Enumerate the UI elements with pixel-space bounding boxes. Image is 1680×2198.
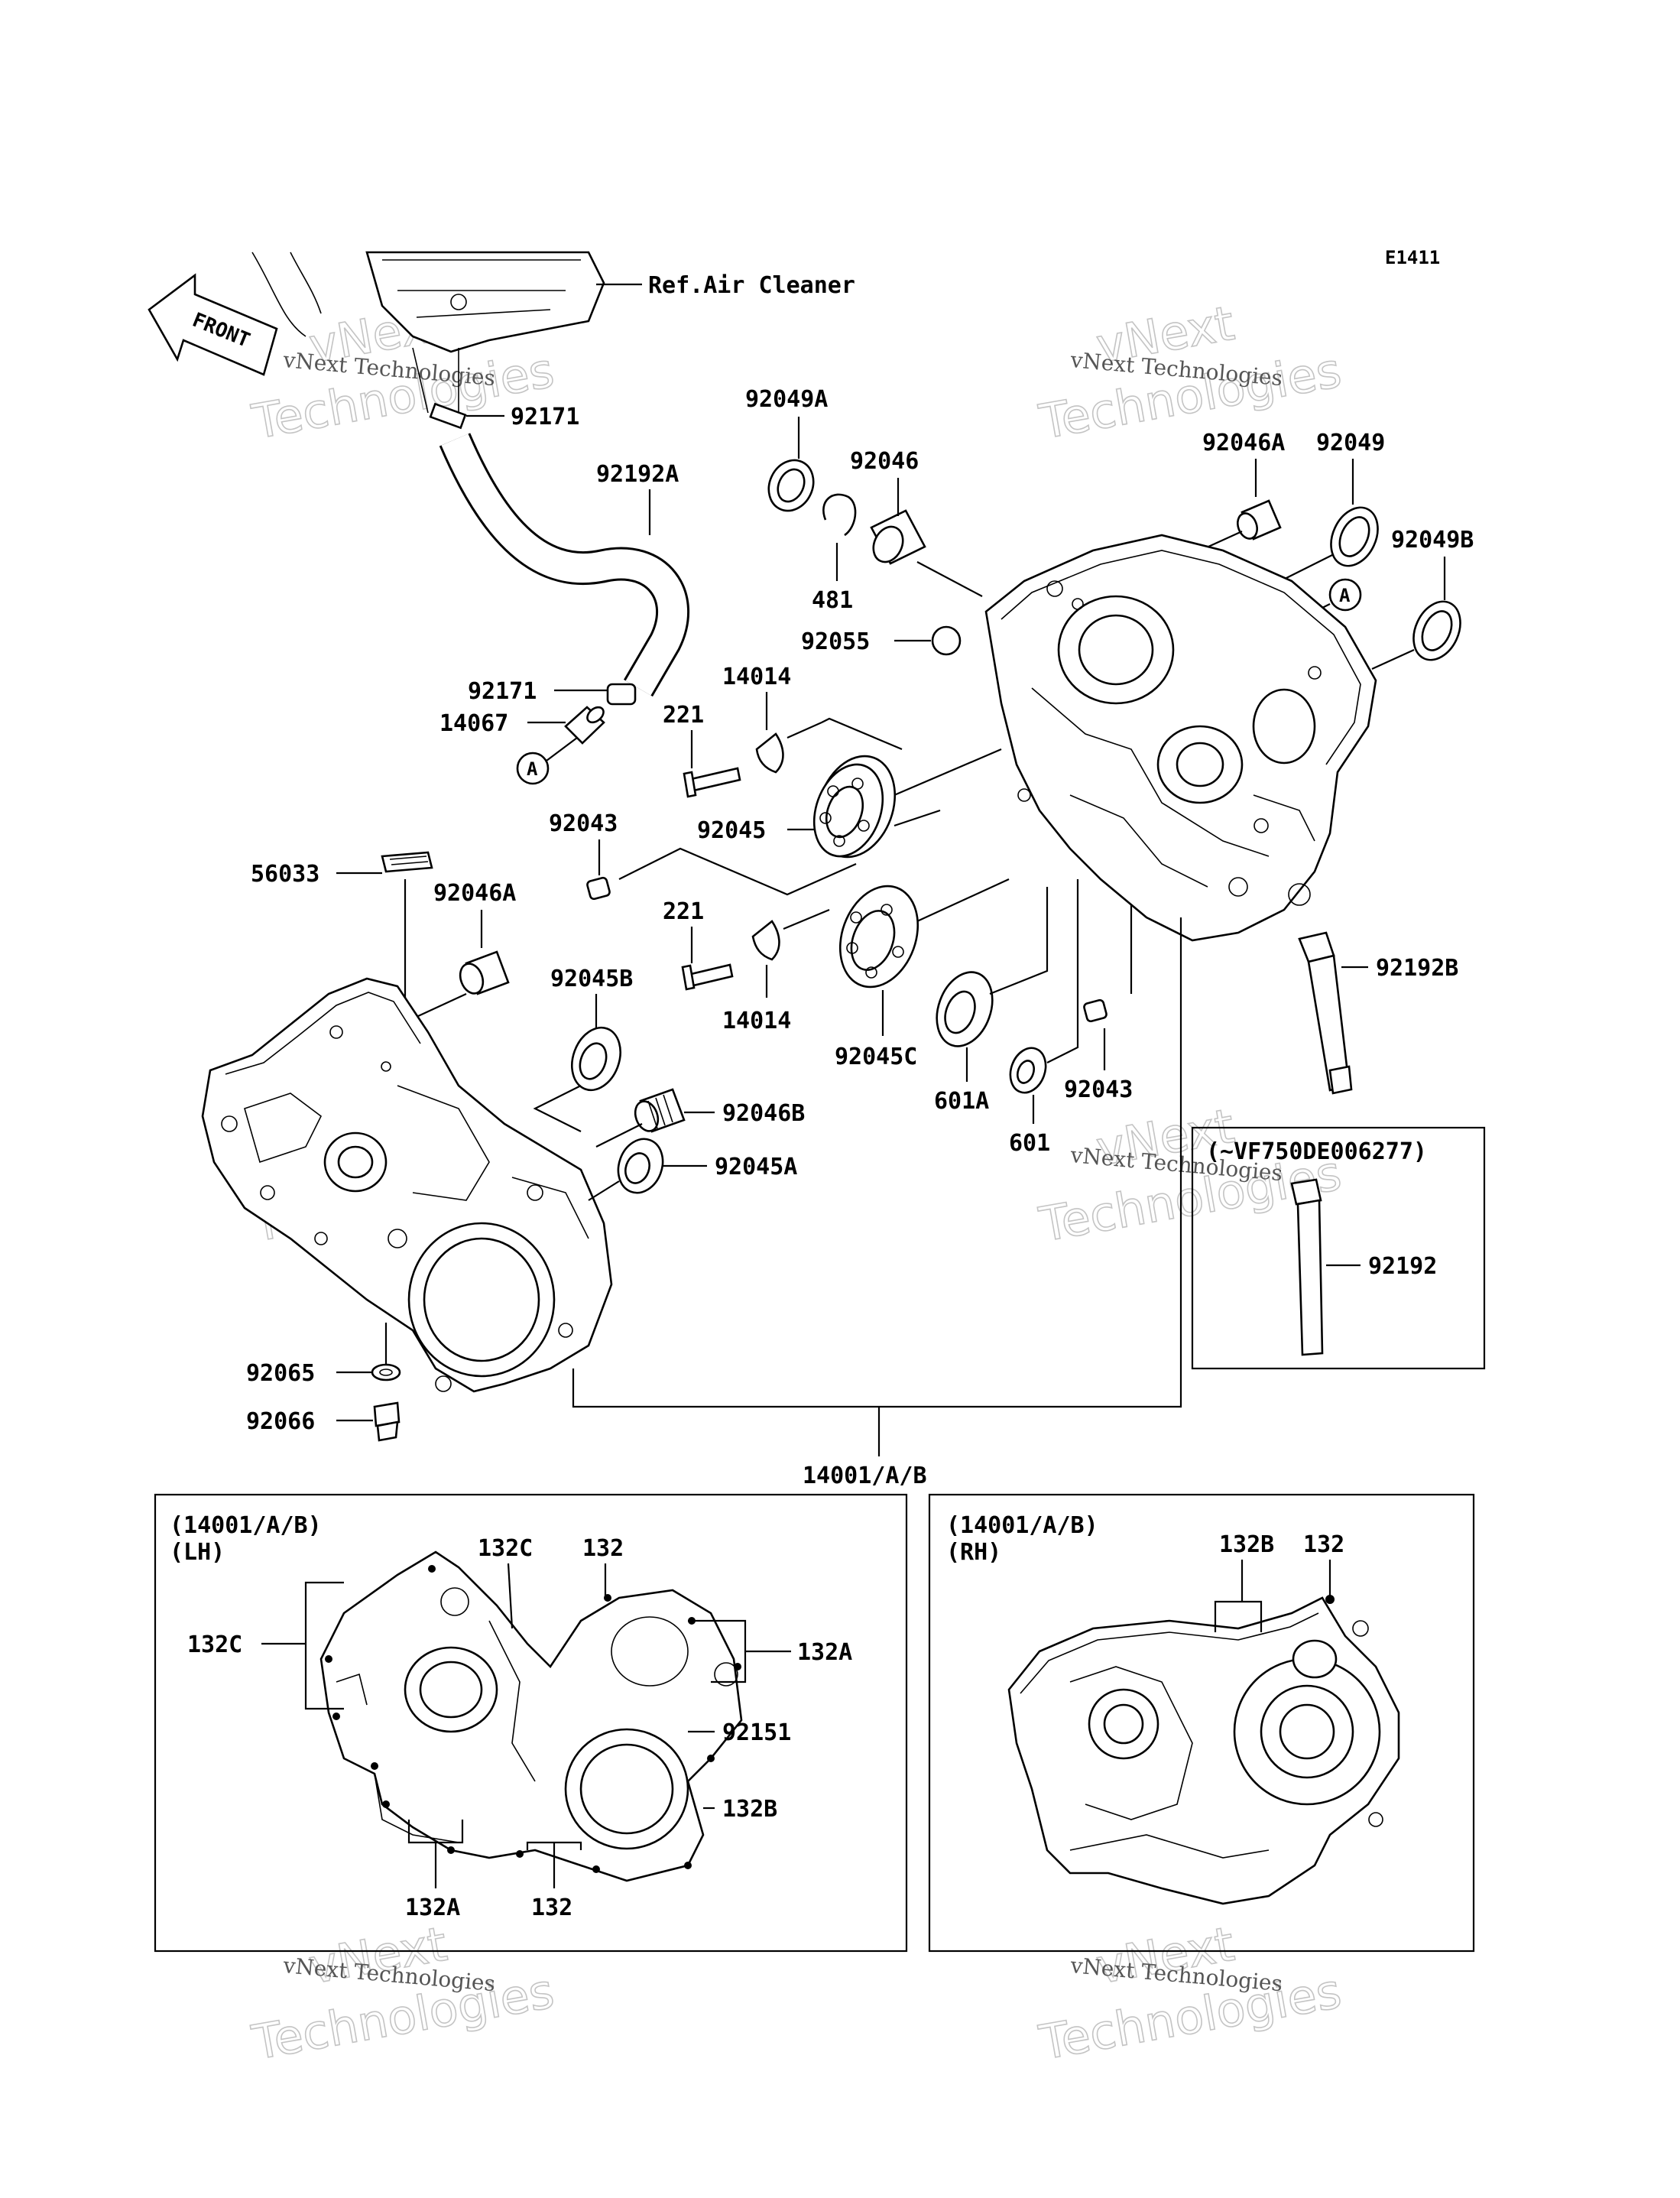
callout-221-top: 221 xyxy=(663,702,704,729)
rh-crankcase-view xyxy=(1007,1595,1400,1905)
oil-seal-92049 xyxy=(1330,506,1379,567)
callout-92045A: 92045A xyxy=(715,1154,797,1180)
lh-crankcase-box xyxy=(154,1493,908,1953)
callout-14014-top: 14014 xyxy=(722,664,791,690)
needle-bearing-92046A-left xyxy=(459,950,510,995)
needle-bearing-92046 xyxy=(870,509,926,565)
ref-a-right-marker xyxy=(1328,578,1362,612)
ref-a-right-label: A xyxy=(1339,585,1351,606)
ball-bearing-92045B xyxy=(571,1026,621,1092)
callout-56033: 56033 xyxy=(251,861,319,888)
lh-box-title-2: (LH) xyxy=(170,1539,225,1566)
washer-92065 xyxy=(371,1363,401,1381)
callout-92045: 92045 xyxy=(697,817,766,844)
callout-92049: 92049 xyxy=(1316,430,1385,456)
lh-callout-92151: 92151 xyxy=(722,1719,791,1746)
lh-callout-132C-left: 132C xyxy=(187,1631,242,1658)
callout-92171-top: 92171 xyxy=(511,404,579,430)
breather-tube-92192 xyxy=(1290,1178,1324,1356)
callout-92043-left: 92043 xyxy=(549,810,618,837)
ref-a-left-label: A xyxy=(527,758,538,780)
o-ring-92055 xyxy=(931,625,962,656)
label-56033 xyxy=(381,851,433,873)
ball-bearing-601A xyxy=(936,971,994,1047)
ball-bearing-92045A xyxy=(617,1138,664,1194)
clamp-92171-top xyxy=(429,402,467,430)
callout-92046A-right: 92046A xyxy=(1202,430,1285,456)
callout-601: 601 xyxy=(1009,1130,1050,1157)
callout-92046A-left: 92046A xyxy=(433,880,516,907)
ball-bearing-601 xyxy=(1009,1047,1047,1094)
callout-92045C: 92045C xyxy=(835,1044,917,1070)
lh-callout-132B: 132B xyxy=(722,1796,777,1823)
lh-crankcase-view xyxy=(319,1550,743,1882)
left-crankcase-half xyxy=(201,977,613,1393)
callout-14067: 14067 xyxy=(439,710,508,737)
lh-callout-132-top: 132 xyxy=(582,1535,624,1562)
oil-seal-92049B xyxy=(1412,600,1461,661)
callout-92049A: 92049A xyxy=(745,386,828,413)
needle-bearing-92046A-right xyxy=(1237,499,1282,541)
callout-92171-mid: 92171 xyxy=(468,678,537,705)
dowel-pin-92043-right xyxy=(1083,998,1108,1023)
ref-a-left-marker xyxy=(516,752,550,785)
callout-92066: 92066 xyxy=(246,1408,315,1435)
lh-callout-132C-top: 132C xyxy=(478,1535,533,1562)
rh-box-title-2: (RH) xyxy=(946,1539,1001,1566)
callout-92065: 92065 xyxy=(246,1360,315,1387)
ball-bearing-92045 xyxy=(812,755,897,859)
serial-box-part: 92192 xyxy=(1368,1253,1437,1280)
rh-callout-132: 132 xyxy=(1303,1531,1344,1558)
bracket-14001 xyxy=(572,917,1182,1408)
lh-box-title-1: (14001/A/B) xyxy=(170,1512,322,1539)
callout-14001: 14001/A/B xyxy=(803,1463,927,1489)
callout-92046: 92046 xyxy=(850,448,919,475)
pipe-14067 xyxy=(564,706,605,745)
plate-14014-top xyxy=(755,732,784,774)
rh-callout-132B: 132B xyxy=(1219,1531,1274,1558)
breather-tube-92192B xyxy=(1298,931,1353,1095)
callout-92192A: 92192A xyxy=(596,461,679,488)
diagram-code: E1411 xyxy=(1385,247,1440,268)
callout-92045B: 92045B xyxy=(550,966,633,992)
oil-seal-92049A xyxy=(767,459,815,512)
screw-221-top xyxy=(683,767,741,798)
rh-crankcase-box xyxy=(928,1493,1475,1953)
front-arrow-icon: FRONT xyxy=(148,273,278,376)
drain-plug-92066 xyxy=(373,1401,401,1442)
lh-callout-132-bottom: 132 xyxy=(531,1894,572,1921)
lh-callout-132A-right: 132A xyxy=(797,1639,852,1666)
lh-callout-132A-bottom: 132A xyxy=(405,1894,460,1921)
clamp-92171-mid xyxy=(606,683,637,706)
right-crankcase-half xyxy=(984,534,1377,942)
ref-air-cleaner-label: Ref.Air Cleaner xyxy=(648,272,855,299)
serial-box-label: (~VF750DE006277) xyxy=(1206,1138,1427,1165)
callout-92043-right: 92043 xyxy=(1064,1076,1133,1103)
dowel-pin-92043-left xyxy=(586,876,611,901)
callout-92055: 92055 xyxy=(801,628,870,655)
callout-601A: 601A xyxy=(934,1088,989,1115)
air-cleaner-fragment xyxy=(251,251,605,414)
callout-221-bottom: 221 xyxy=(663,898,704,925)
callout-481: 481 xyxy=(812,587,853,614)
callout-14014-bottom: 14014 xyxy=(722,1008,791,1034)
needle-bearing-92046B xyxy=(634,1088,686,1133)
breather-hose-92192A xyxy=(439,433,689,697)
circlip-481 xyxy=(822,493,857,537)
screw-221-bottom xyxy=(681,963,734,991)
plate-14014-bottom xyxy=(751,920,780,961)
callout-92049B: 92049B xyxy=(1391,527,1474,554)
ball-bearing-92045C xyxy=(838,885,919,989)
rh-box-title-1: (14001/A/B) xyxy=(946,1512,1098,1539)
serial-box xyxy=(1191,1126,1486,1370)
callout-92192B: 92192B xyxy=(1376,955,1458,982)
callout-92046B: 92046B xyxy=(722,1100,805,1127)
